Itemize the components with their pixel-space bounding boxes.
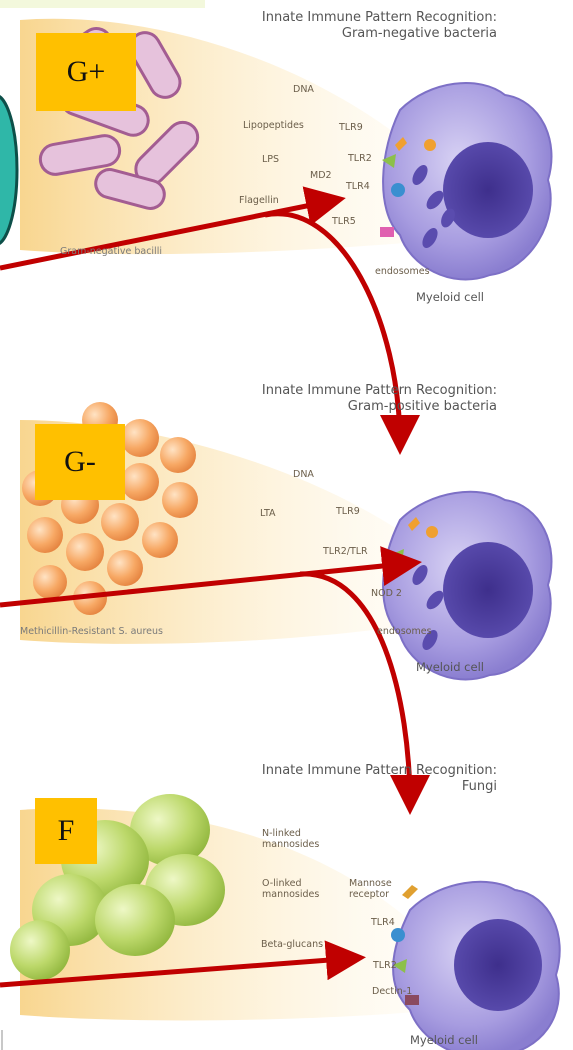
label-dectin: Dectin-1 — [372, 986, 412, 997]
label-o-linked-line1: O-linked — [262, 878, 319, 889]
label-lipopeptides: Lipopeptides — [243, 120, 304, 131]
title-line-1: Innate Immune Pattern Recognition: — [262, 10, 497, 26]
label-tlr9: TLR9 — [336, 506, 360, 517]
caption-mrsa: Methicillin-Resistant S. aureus — [20, 626, 163, 637]
label-tlr5: TLR5 — [332, 216, 356, 227]
caption-bacilli: Gram-negative bacilli — [60, 246, 162, 257]
badge-g-plus: G+ — [36, 33, 136, 111]
panel-gram-positive: Innate Immune Pattern Recognition: Gram-… — [0, 380, 573, 700]
label-tlr4: TLR4 — [371, 917, 395, 928]
myeloid-label: Myeloid cell — [416, 660, 484, 674]
label-mannose-line2: receptor — [349, 889, 392, 900]
panel-fungi: Innate Immune Pattern Recognition: Fungi… — [0, 760, 573, 1050]
label-lta: LTA — [260, 508, 276, 519]
title-line-2: Gram-negative bacteria — [262, 26, 497, 42]
label-n-linked: N-linked mannosides — [262, 828, 319, 850]
badge-f: F — [35, 798, 97, 864]
label-nod2: NOD 2 — [371, 588, 402, 599]
title-line-1: Innate Immune Pattern Recognition: — [262, 763, 497, 779]
label-tlr4: TLR4 — [346, 181, 370, 192]
myeloid-label: Myeloid cell — [410, 1033, 478, 1047]
label-lps: LPS — [262, 154, 279, 165]
label-tlr2: TLR2 — [348, 153, 372, 164]
label-n-linked-line1: N-linked — [262, 828, 319, 839]
label-dna: DNA — [293, 84, 314, 95]
label-flagellin: Flagellin — [239, 195, 279, 206]
title-line-2: Gram-positive bacteria — [262, 399, 497, 415]
panel-title: Innate Immune Pattern Recognition: Fungi — [262, 763, 497, 795]
label-tlr2: TLR2 — [373, 960, 397, 971]
badge-g-minus: G- — [35, 424, 125, 500]
title-line-1: Innate Immune Pattern Recognition: — [262, 383, 497, 399]
label-beta-glucans: Beta-glucans — [261, 939, 323, 950]
label-mannose-line1: Mannose — [349, 878, 392, 889]
label-mannose-receptor: Mannose receptor — [349, 878, 392, 900]
label-endosomes: endosomes — [375, 266, 430, 277]
label-dna: DNA — [293, 469, 314, 480]
panel-title: Innate Immune Pattern Recognition: Gram-… — [262, 383, 497, 415]
label-o-linked: O-linked mannosides — [262, 878, 319, 900]
myeloid-label: Myeloid cell — [416, 290, 484, 304]
panel-gram-negative: Innate Immune Pattern Recognition: Gram-… — [0, 0, 573, 330]
label-n-linked-line2: mannosides — [262, 839, 319, 850]
label-tlr9: TLR9 — [339, 122, 363, 133]
label-md2: MD2 — [310, 170, 332, 181]
panel-title: Innate Immune Pattern Recognition: Gram-… — [262, 10, 497, 42]
title-line-2: Fungi — [262, 779, 497, 795]
label-o-linked-line2: mannosides — [262, 889, 319, 900]
label-endosomes: endosomes — [377, 626, 432, 637]
label-tlr2tlr: TLR2/TLR — [323, 546, 368, 557]
